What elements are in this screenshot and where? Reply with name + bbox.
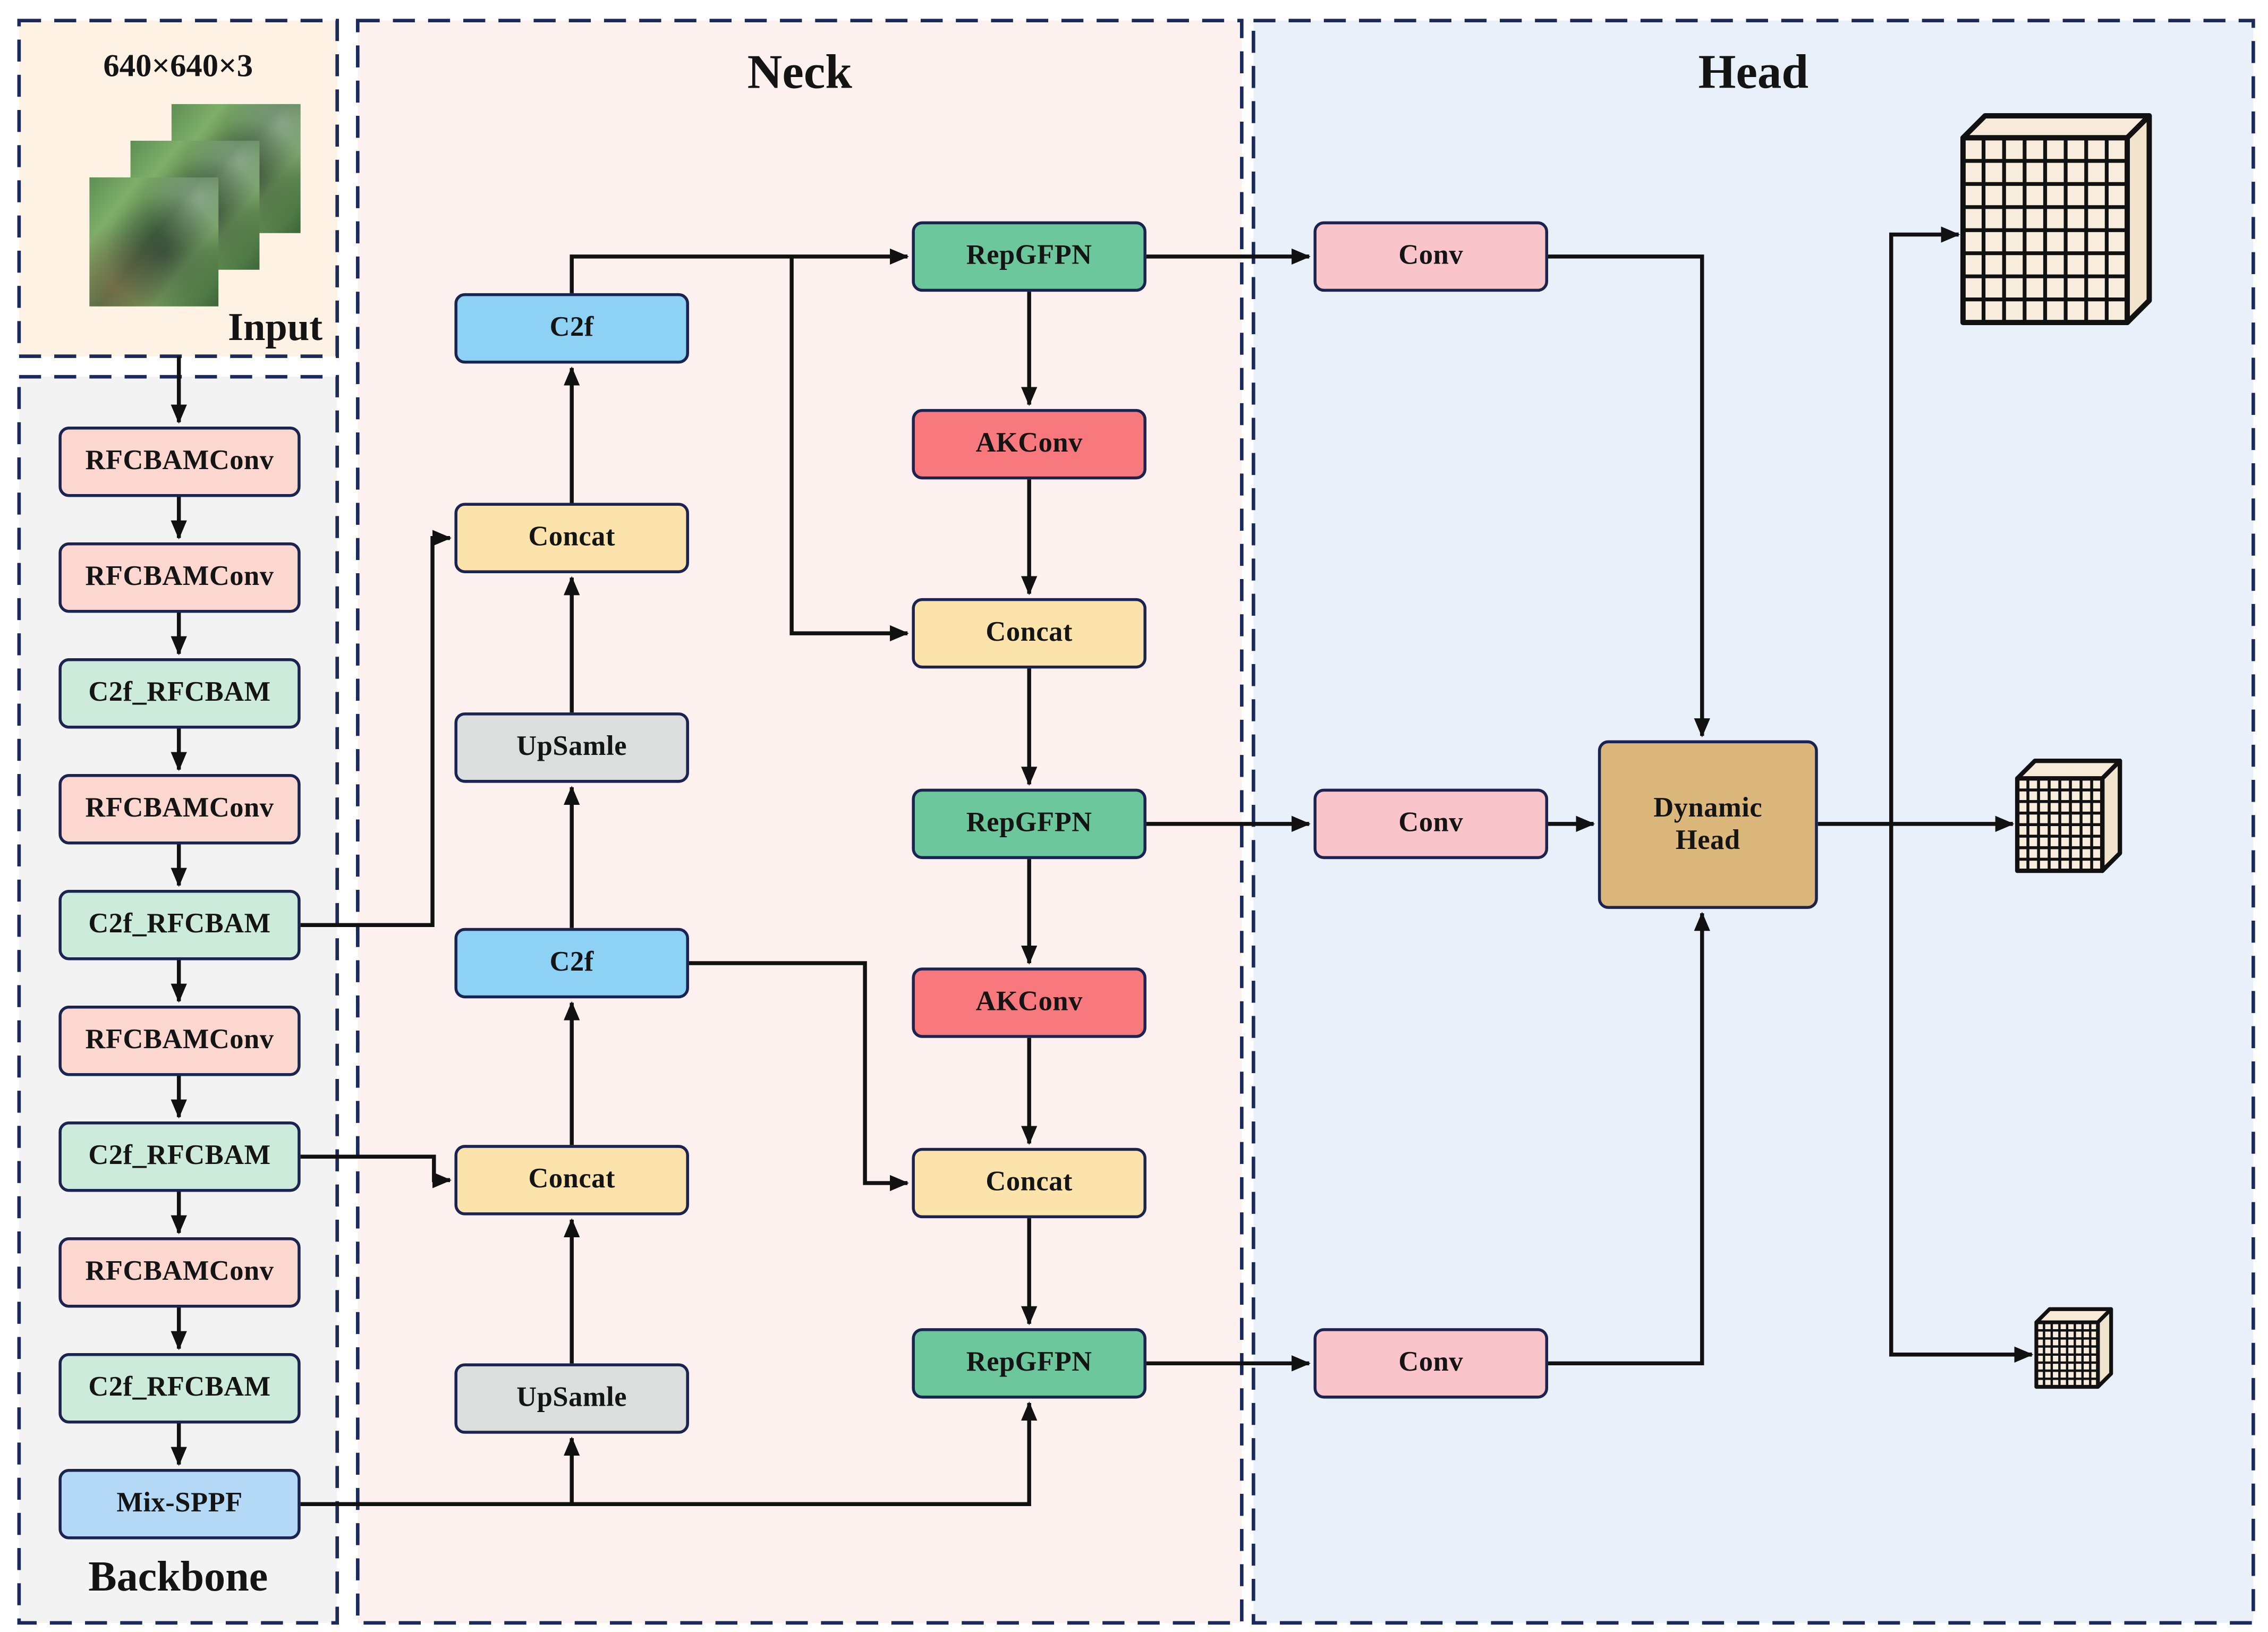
neck-repgfpn-1: RepGFPN: [912, 221, 1146, 292]
feature-map-medium: [2015, 759, 2122, 873]
backbone-c2f-rfcbam-2: C2f_RFCBAM: [58, 890, 301, 960]
input-dims-label: 640×640×3: [103, 47, 253, 84]
wire-dynamichead-to-cube-large: [1889, 226, 1960, 824]
backbone-label: Backbone: [88, 1554, 268, 1601]
neck-c2f-2: C2f: [454, 928, 689, 999]
input-label: Input: [227, 304, 323, 349]
wire-mixsppf-to-repgfpn3: [300, 1401, 1038, 1506]
neck-concat-2: Concat: [454, 1145, 689, 1216]
neck-repgfpn-2: RepGFPN: [912, 788, 1146, 860]
backbone-c2f-rfcbam-3: C2f_RFCBAM: [58, 1121, 301, 1192]
neck-repgfpn-3: RepGFPN: [912, 1328, 1146, 1399]
head-panel-border: [1252, 19, 2255, 1625]
edge-layer: [171, 226, 2034, 1506]
wire-c2ftop-to-repgfpn1: [570, 248, 909, 293]
input-image-front: [89, 177, 219, 307]
head-title: Head: [1698, 47, 1809, 100]
neck-c2f-top: C2f: [454, 293, 689, 364]
backbone-mix-sppf: Mix-SPPF: [58, 1469, 301, 1540]
backbone-rfcbamconv-4: RFCBAMConv: [58, 1006, 301, 1076]
wire-convtop-to-dynamichead: [1548, 254, 1710, 738]
neck-panel-border: [356, 19, 1244, 1625]
head-conv-mid: Conv: [1313, 788, 1549, 860]
feature-map-small: [2034, 1307, 2113, 1389]
neck-akconv-1: AKConv: [912, 409, 1146, 480]
head-conv-top: Conv: [1313, 221, 1549, 292]
wire-dynamichead-to-cube-small: [1889, 823, 2034, 1363]
wire-c2f2-to-concat4: [689, 961, 909, 1192]
neck-concat-1: Concat: [454, 503, 689, 573]
head-dynamic-head: Dynamic Head: [1598, 740, 1818, 909]
backbone-c2f-rfcbam-4: C2f_RFCBAM: [58, 1353, 301, 1424]
backbone-rfcbamconv-2: RFCBAMConv: [58, 542, 301, 613]
neck-concat-4: Concat: [912, 1148, 1146, 1219]
neck-title: Neck: [747, 47, 852, 100]
neck-akconv-2: AKConv: [912, 967, 1146, 1038]
cube-layer: [1960, 113, 2152, 1389]
input-panel: 640×640×3 Input: [19, 20, 337, 356]
wire-c2frfcbam3-to-concat2: [300, 1154, 452, 1188]
feature-map-large: [1960, 113, 2152, 326]
wire-c2frfcbam2-to-concat1: [300, 530, 452, 927]
backbone-c2f-rfcbam-1: C2f_RFCBAM: [58, 658, 301, 729]
neck-concat-3: Concat: [912, 598, 1146, 669]
backbone-rfcbamconv-1: RFCBAMConv: [58, 427, 301, 497]
backbone-rfcbamconv-3: RFCBAMConv: [58, 774, 301, 845]
neck-upsamle-2: UpSamle: [454, 1363, 689, 1434]
wire-c2ftop-branch-concat3: [789, 256, 909, 642]
neck-upsamle-1: UpSamle: [454, 712, 689, 783]
backbone-rfcbamconv-5: RFCBAMConv: [58, 1237, 301, 1308]
wire-convbottom-to-dynamichead: [1548, 912, 1710, 1366]
head-conv-bottom: Conv: [1313, 1328, 1549, 1399]
